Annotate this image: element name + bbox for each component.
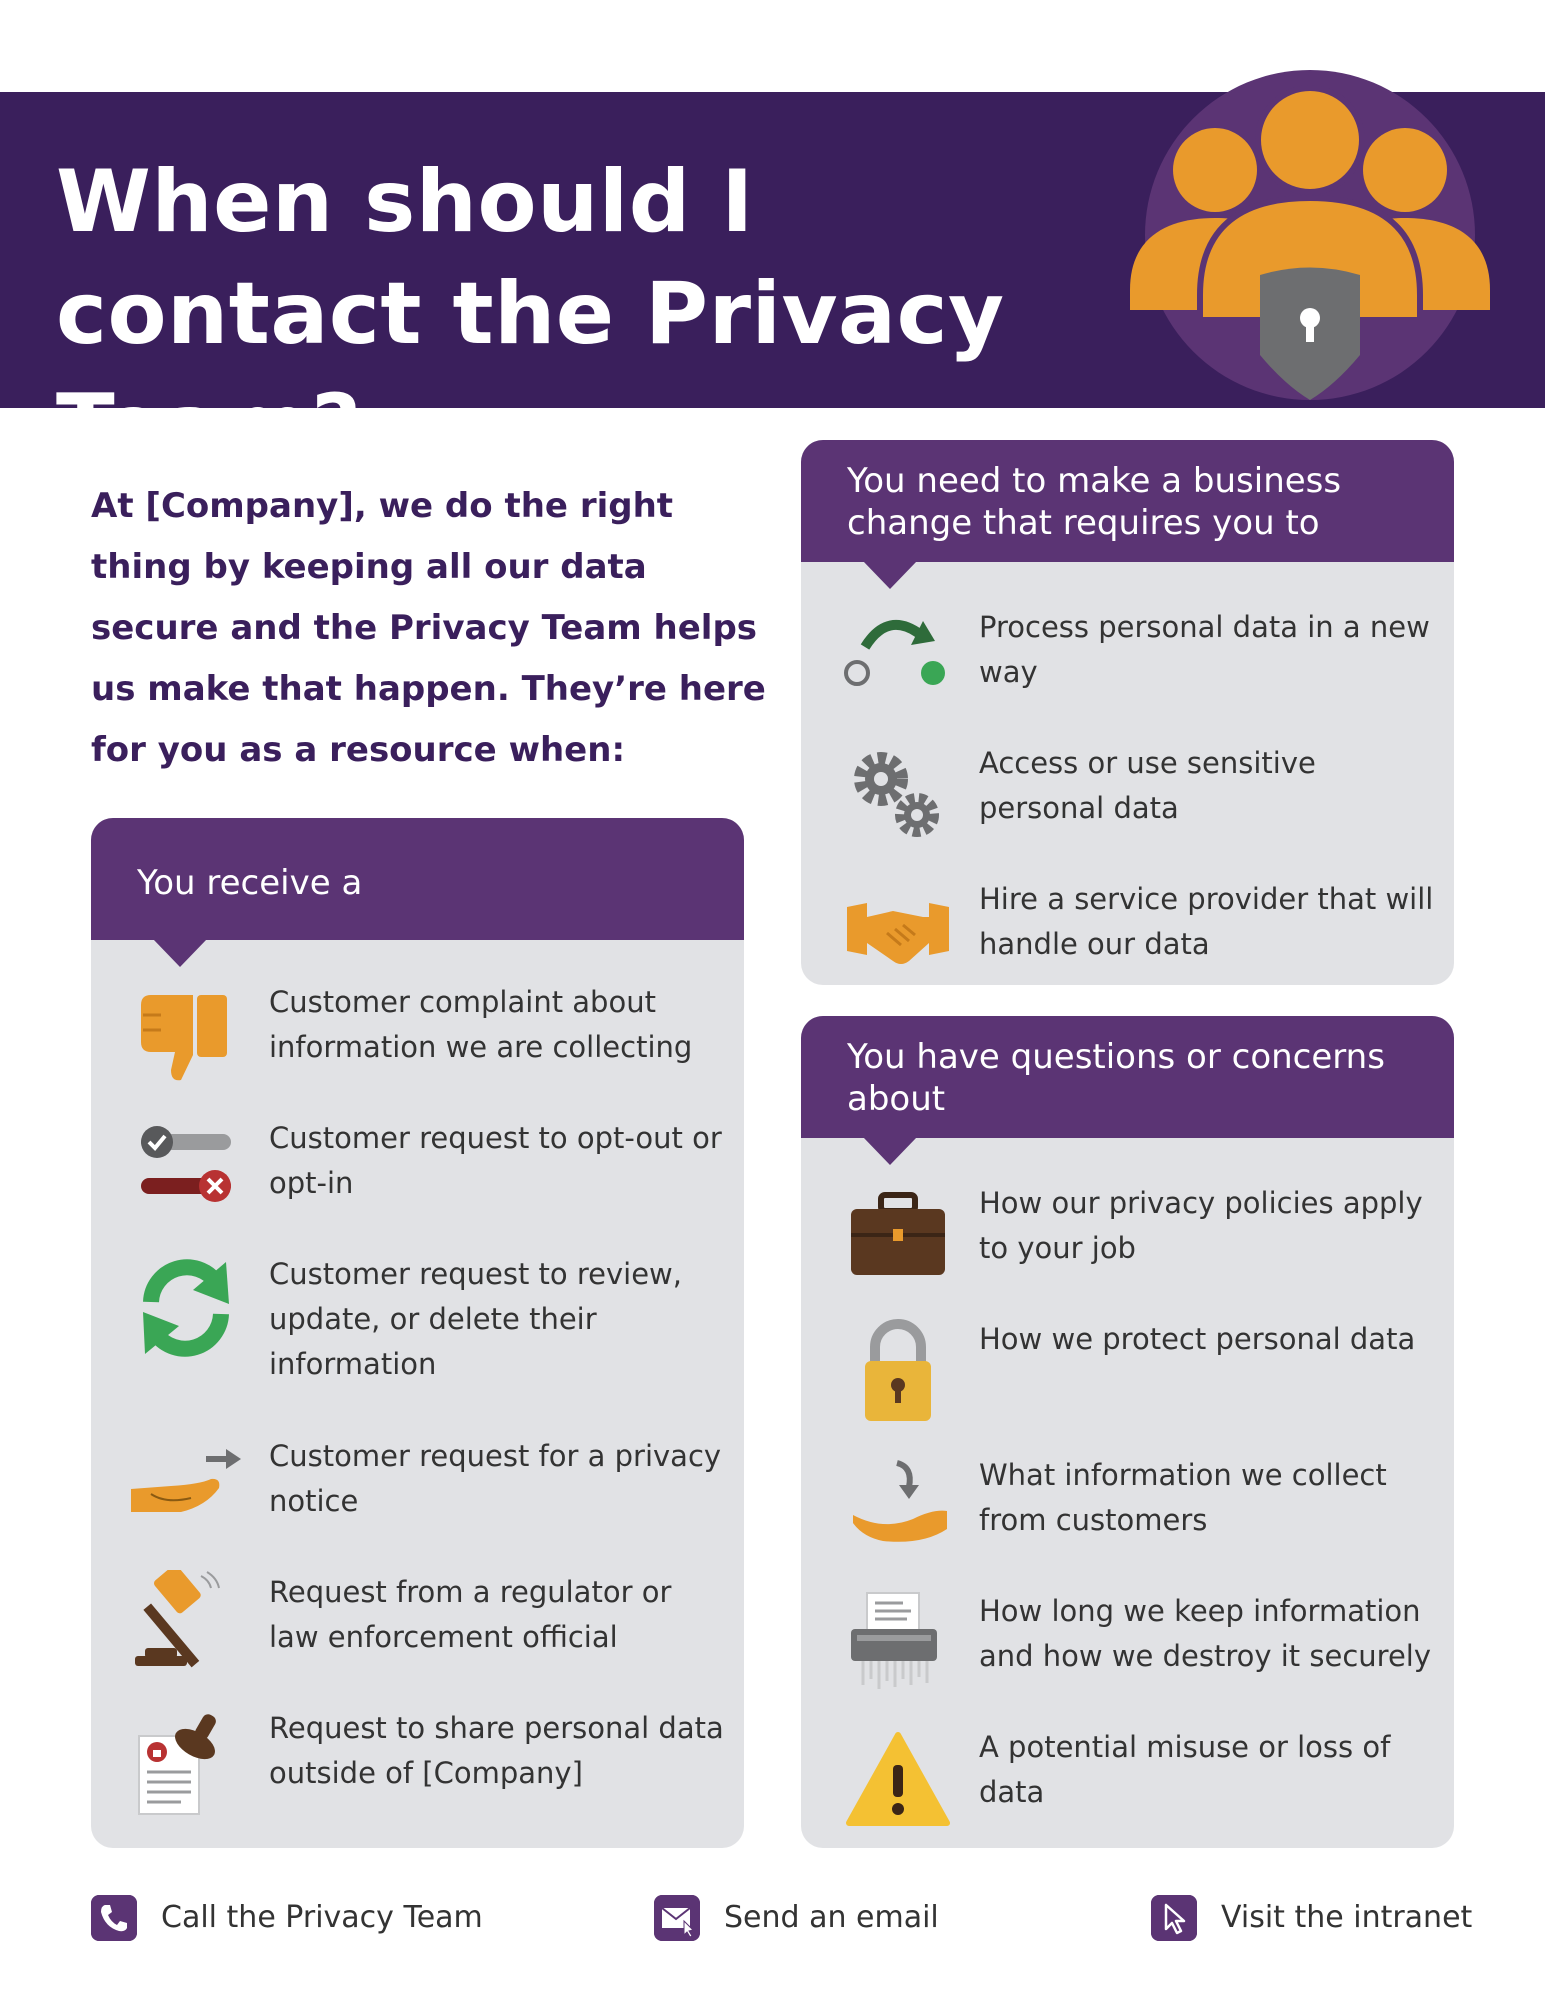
gears-icon xyxy=(854,752,939,837)
intranet-contact[interactable]: Visit the intranet xyxy=(1151,1895,1481,1947)
page-title: When should I contact the Privacy Team? xyxy=(56,152,1005,476)
list-item: How our privacy policies apply to your j… xyxy=(801,1181,1454,1291)
email-icon xyxy=(654,1895,700,1941)
change-panel-header: You need to make a business change that … xyxy=(801,440,1454,589)
change-panel-title: You need to make a business change that … xyxy=(847,461,1342,543)
item-text: Customer request to review, update, or d… xyxy=(269,1257,682,1381)
team-lock-icon xyxy=(1130,70,1490,400)
item-text: How we protect personal data xyxy=(979,1322,1416,1356)
cursor-icon xyxy=(1151,1895,1197,1941)
call-contact[interactable]: Call the Privacy Team xyxy=(91,1895,511,1947)
list-item: Request from a regulator or law enforcem… xyxy=(91,1570,744,1680)
refresh-icon xyxy=(143,1259,229,1357)
intranet-label[interactable]: Visit the intranet xyxy=(1221,1900,1473,1935)
item-text: Customer complaint about information we … xyxy=(269,985,693,1064)
item-text: Request to share personal data outside o… xyxy=(269,1711,724,1790)
list-item: A potential misuse or loss of data xyxy=(801,1725,1454,1835)
item-text: Customer request to opt-out or opt-in xyxy=(269,1121,722,1200)
list-item: Access or use sensitive personal data xyxy=(801,741,1454,851)
questions-panel-header: You have questions or concerns about xyxy=(801,1016,1454,1165)
list-item: How we protect personal data xyxy=(801,1317,1454,1427)
list-item: How long we keep information and how we … xyxy=(801,1589,1454,1699)
hand-receive-icon xyxy=(853,1460,947,1542)
list-item: Customer request for a privacy notice xyxy=(91,1434,744,1544)
list-item: Request to share personal data outside o… xyxy=(91,1706,744,1816)
item-text: Process personal data in a new way xyxy=(979,610,1430,689)
toggle-switch-icon xyxy=(141,1126,231,1202)
list-item: Process personal data in a new way xyxy=(801,605,1454,715)
thumbs-down-icon xyxy=(141,995,227,1081)
intro-text: At [Company], we do the right thing by k… xyxy=(91,486,766,770)
item-text: Request from a regulator or law enforcem… xyxy=(269,1575,672,1654)
call-label[interactable]: Call the Privacy Team xyxy=(161,1900,483,1935)
item-text: Access or use sensitive personal data xyxy=(979,746,1316,825)
list-item: What information we collect from custome… xyxy=(801,1453,1454,1563)
questions-panel: You have questions or concerns about How… xyxy=(801,1016,1454,1848)
item-text: How long we keep information and how we … xyxy=(979,1594,1432,1673)
list-item: Customer complaint about information we … xyxy=(91,980,744,1090)
receive-panel: You receive a Customer complaint about i… xyxy=(91,818,744,1848)
email-contact[interactable]: Send an email xyxy=(654,1895,974,1947)
change-panel: You need to make a business change that … xyxy=(801,440,1454,985)
item-text: Hire a service provider that will handle… xyxy=(979,882,1434,961)
hand-giving-icon xyxy=(131,1449,241,1512)
phone-icon xyxy=(91,1895,137,1941)
padlock-icon xyxy=(865,1319,931,1421)
warning-icon xyxy=(846,1732,950,1826)
list-item: Customer request to review, update, or d… xyxy=(91,1252,744,1381)
item-text: Customer request for a privacy notice xyxy=(269,1439,722,1518)
item-text: What information we collect from custome… xyxy=(979,1458,1387,1537)
handshake-icon xyxy=(847,903,949,964)
item-text: How our privacy policies apply to your j… xyxy=(979,1186,1423,1265)
receive-panel-title: You receive a xyxy=(137,863,363,903)
process-arrow-icon xyxy=(844,620,945,686)
shredder-icon xyxy=(851,1592,937,1689)
receive-panel-header: You receive a xyxy=(91,818,744,967)
list-item: Hire a service provider that will handle… xyxy=(801,877,1454,987)
stamp-document-icon xyxy=(138,1714,216,1815)
email-label[interactable]: Send an email xyxy=(724,1900,939,1935)
item-text: A potential misuse or loss of data xyxy=(979,1730,1391,1809)
list-item: Customer request to opt-out or opt-in xyxy=(91,1116,744,1226)
gavel-icon xyxy=(135,1570,220,1668)
briefcase-icon xyxy=(851,1192,945,1275)
questions-panel-title: You have questions or concerns about xyxy=(847,1037,1385,1119)
